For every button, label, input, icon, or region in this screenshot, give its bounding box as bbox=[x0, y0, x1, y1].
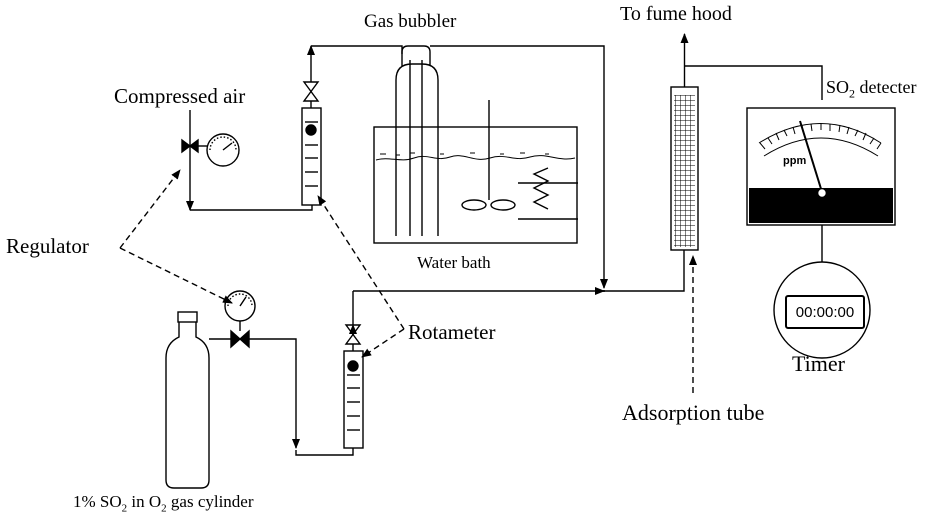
stirrer-icon bbox=[461, 100, 516, 211]
regulator-label: Regulator bbox=[6, 234, 89, 258]
cylinder-valve-icon bbox=[209, 329, 354, 456]
so2-detector-label: SO2 detecter bbox=[826, 77, 917, 101]
heater-coil-icon bbox=[518, 167, 578, 220]
rotameter-label: Rotameter bbox=[408, 320, 496, 344]
upper-rotameter-icon bbox=[301, 101, 322, 206]
water-bath-label: Water bath bbox=[417, 253, 491, 272]
gas-cylinder-label: 1% SO2 in O2 gas cylinder bbox=[73, 492, 254, 515]
meter-unit-label: ppm bbox=[783, 155, 806, 167]
so2-meter-icon bbox=[746, 107, 896, 264]
compressed-air-valve-icon bbox=[181, 138, 208, 154]
callout-arrows bbox=[119, 169, 697, 393]
fume-hood-label: To fume hood bbox=[620, 3, 732, 25]
regulator-gauge-icon bbox=[224, 290, 256, 331]
adsorption-tube-label: Adsorption tube bbox=[622, 400, 765, 425]
timer-icon bbox=[773, 261, 871, 359]
gas-cylinder-icon bbox=[165, 311, 210, 489]
upper-rotameter-valve-icon bbox=[302, 72, 320, 102]
adsorption-tube-icon bbox=[670, 33, 823, 251]
timer-label: Timer bbox=[792, 351, 845, 376]
gas-bubbler-icon bbox=[395, 45, 439, 236]
timer-display: 00:00:00 bbox=[785, 295, 865, 329]
compressed-air-gauge-icon bbox=[206, 133, 240, 167]
gas-bubbler-label: Gas bubbler bbox=[364, 11, 457, 32]
lower-rotameter-valve-icon bbox=[344, 291, 362, 351]
water-bath-icon bbox=[373, 126, 578, 244]
sample-line bbox=[353, 250, 685, 295]
compressed-air-line bbox=[186, 110, 313, 211]
lower-rotameter-icon bbox=[343, 350, 364, 449]
compressed-air-label: Compressed air bbox=[114, 84, 246, 108]
